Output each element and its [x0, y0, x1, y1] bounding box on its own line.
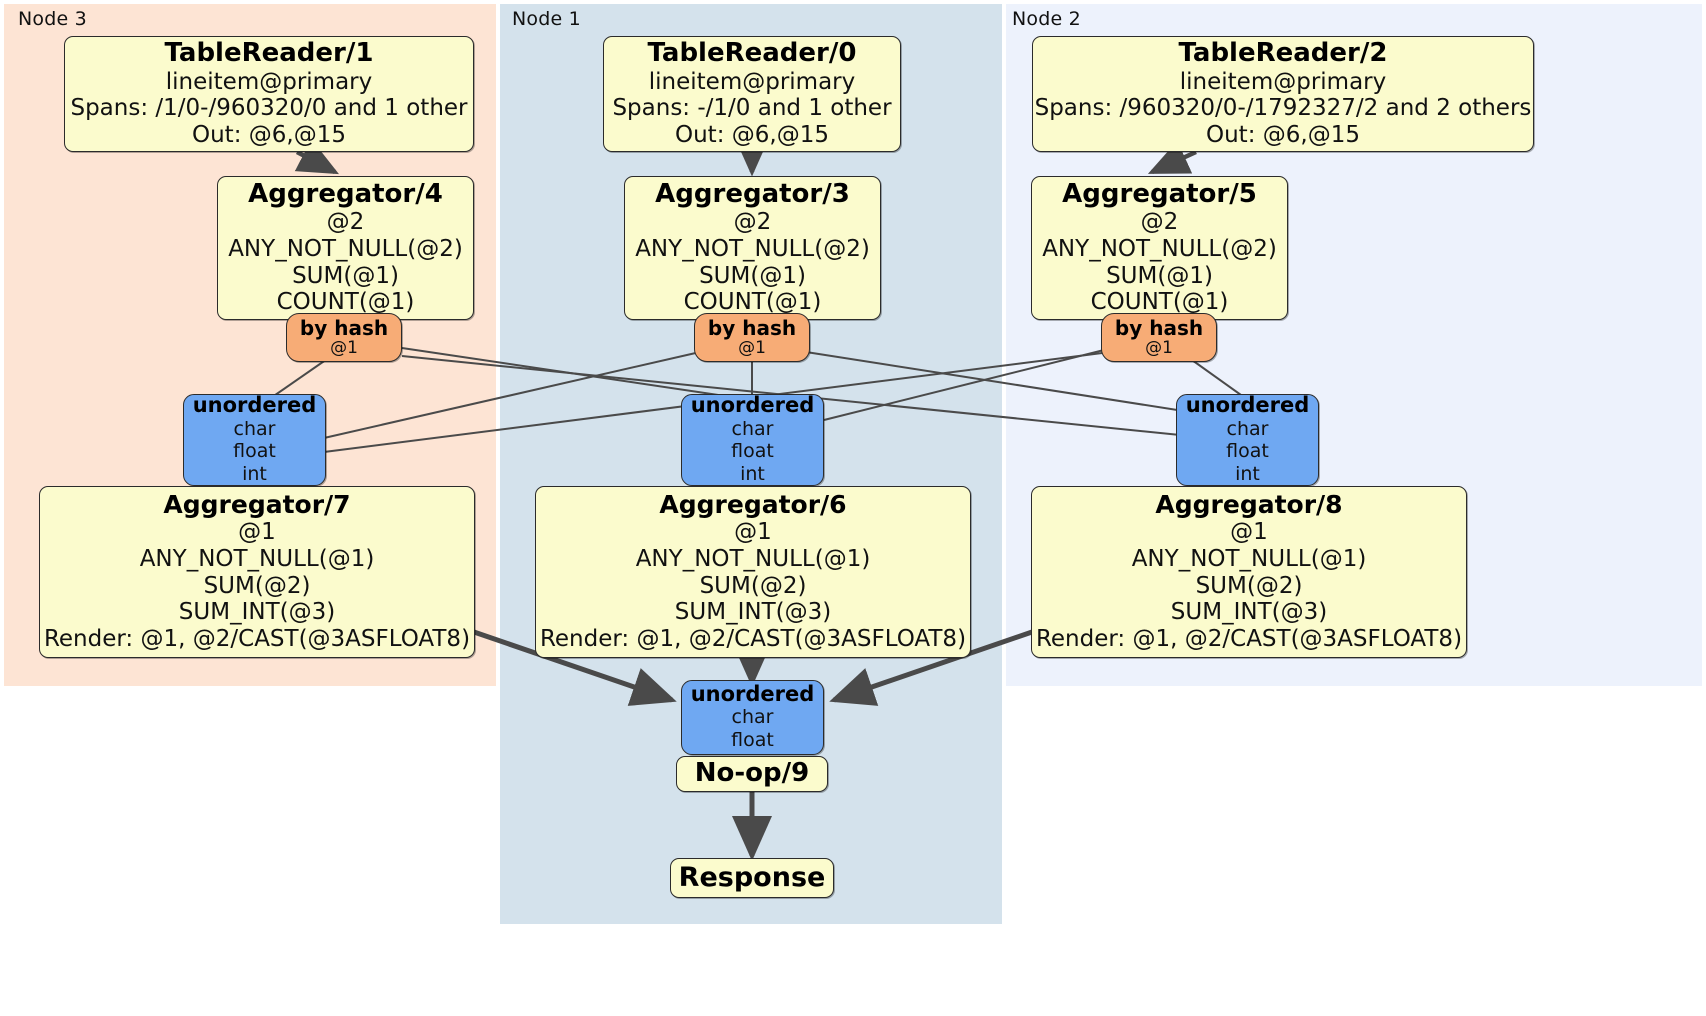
processor-line: ANY_NOT_NULL(@2): [1042, 235, 1277, 262]
synchronizer-unordered-final[interactable]: unordered char float: [681, 680, 824, 755]
processor-line: ANY_NOT_NULL(@1): [139, 545, 375, 572]
processor-line: SUM(@2): [699, 572, 807, 599]
synchronizer-line: float: [731, 729, 774, 752]
processor-line: ANY_NOT_NULL(@1): [635, 545, 871, 572]
synchronizer-line: char: [731, 417, 774, 440]
processor-line: @1: [238, 519, 276, 546]
synchronizer-line: float: [1226, 440, 1269, 463]
synchronizer-unordered-node-3[interactable]: unordered char float int: [183, 394, 326, 486]
processor-line: Spans: /960320/0-/1792327/2 and 2 others: [1034, 95, 1532, 122]
processor-aggregator-7[interactable]: Aggregator/7 @1 ANY_NOT_NULL(@1) SUM(@2)…: [39, 486, 475, 658]
processor-title: Aggregator/6: [659, 490, 847, 520]
processor-line: SUM_INT(@3): [1170, 599, 1328, 626]
processor-aggregator-4[interactable]: Aggregator/4 @2 ANY_NOT_NULL(@2) SUM(@1)…: [217, 176, 474, 320]
synchronizer-line: char: [1226, 417, 1269, 440]
panel-label-node-2: Node 2: [1012, 8, 1081, 30]
processor-title: Aggregator/3: [655, 179, 850, 210]
router-by-hash-node-1[interactable]: by hash @1: [694, 313, 810, 362]
synchronizer-line: float: [233, 440, 276, 463]
processor-title: TableReader/0: [647, 38, 857, 69]
processor-line: Out: @6,@15: [192, 121, 346, 148]
processor-line: lineitem@primary: [648, 68, 856, 95]
router-by-hash-node-3[interactable]: by hash @1: [286, 313, 402, 362]
processor-line: Render: @1, @2/CAST(@3ASFLOAT8): [539, 626, 967, 652]
synchronizer-line: char: [731, 706, 774, 729]
synchronizer-line: int: [1235, 463, 1260, 486]
synchronizer-line: int: [740, 463, 765, 486]
processor-line: Out: @6,@15: [1206, 121, 1360, 148]
synchronizer-line: float: [731, 440, 774, 463]
router-line: @1: [1145, 337, 1173, 358]
panel-label-node-1: Node 1: [512, 8, 581, 30]
processor-title: TableReader/2: [1178, 38, 1388, 69]
synchronizer-title: unordered: [690, 681, 815, 706]
processor-aggregator-3[interactable]: Aggregator/3 @2 ANY_NOT_NULL(@2) SUM(@1)…: [624, 176, 881, 320]
processor-line: @1: [1230, 519, 1268, 546]
processor-line: SUM(@1): [292, 262, 399, 289]
processor-line: @2: [1140, 209, 1179, 236]
processor-line: Render: @1, @2/CAST(@3ASFLOAT8): [1035, 626, 1463, 652]
processor-line: COUNT(@1): [1090, 289, 1229, 316]
processor-line: Spans: /1/0-/960320/0 and 1 other: [70, 95, 468, 122]
synchronizer-title: unordered: [690, 393, 815, 418]
processor-line: @1: [734, 519, 772, 546]
router-title: by hash: [707, 315, 797, 340]
processor-line: SUM(@1): [1106, 262, 1213, 289]
processor-line: @2: [326, 209, 365, 236]
processor-line: ANY_NOT_NULL(@2): [228, 235, 463, 262]
processor-line: COUNT(@1): [276, 289, 415, 316]
processor-title: Aggregator/5: [1062, 179, 1257, 210]
processor-line: COUNT(@1): [683, 289, 822, 316]
processor-line: Spans: -/1/0 and 1 other: [612, 95, 892, 122]
processor-aggregator-5[interactable]: Aggregator/5 @2 ANY_NOT_NULL(@2) SUM(@1)…: [1031, 176, 1288, 320]
router-title: by hash: [1114, 315, 1204, 340]
processor-line: SUM(@1): [699, 262, 806, 289]
synchronizer-title: unordered: [1185, 393, 1310, 418]
processor-line: Out: @6,@15: [675, 121, 829, 148]
synchronizer-line: int: [242, 463, 267, 486]
processor-line: SUM(@2): [203, 572, 311, 599]
processor-tablereader-1[interactable]: TableReader/1 lineitem@primary Spans: /1…: [64, 36, 474, 152]
processor-tablereader-0[interactable]: TableReader/0 lineitem@primary Spans: -/…: [603, 36, 901, 152]
processor-tablereader-2[interactable]: TableReader/2 lineitem@primary Spans: /9…: [1032, 36, 1534, 152]
synchronizer-line: char: [233, 417, 276, 440]
processor-title: TableReader/1: [164, 38, 374, 69]
processor-title: Response: [678, 861, 826, 893]
processor-aggregator-6[interactable]: Aggregator/6 @1 ANY_NOT_NULL(@1) SUM(@2)…: [535, 486, 971, 658]
processor-line: SUM_INT(@3): [674, 599, 832, 626]
panel-label-node-3: Node 3: [18, 8, 87, 30]
router-by-hash-node-2[interactable]: by hash @1: [1101, 313, 1217, 362]
router-title: by hash: [299, 315, 389, 340]
processor-title: No-op/9: [694, 758, 810, 789]
synchronizer-unordered-node-2[interactable]: unordered char float int: [1176, 394, 1319, 486]
processor-title: Aggregator/4: [248, 179, 443, 210]
processor-line: Render: @1, @2/CAST(@3ASFLOAT8): [43, 626, 471, 652]
processor-title: Aggregator/8: [1155, 490, 1343, 520]
processor-line: SUM(@2): [1195, 572, 1303, 599]
processor-title: Aggregator/7: [163, 490, 351, 520]
processor-line: @2: [733, 209, 772, 236]
processor-line: lineitem@primary: [165, 68, 373, 95]
processor-response[interactable]: Response: [670, 858, 834, 898]
processor-line: lineitem@primary: [1179, 68, 1387, 95]
router-line: @1: [738, 337, 766, 358]
synchronizer-title: unordered: [192, 393, 317, 418]
processor-line: ANY_NOT_NULL(@2): [635, 235, 870, 262]
processor-noop-9[interactable]: No-op/9: [676, 756, 828, 792]
synchronizer-unordered-node-1[interactable]: unordered char float int: [681, 394, 824, 486]
router-line: @1: [330, 337, 358, 358]
processor-line: SUM_INT(@3): [178, 599, 336, 626]
processor-aggregator-8[interactable]: Aggregator/8 @1 ANY_NOT_NULL(@1) SUM(@2)…: [1031, 486, 1467, 658]
processor-line: ANY_NOT_NULL(@1): [1131, 545, 1367, 572]
